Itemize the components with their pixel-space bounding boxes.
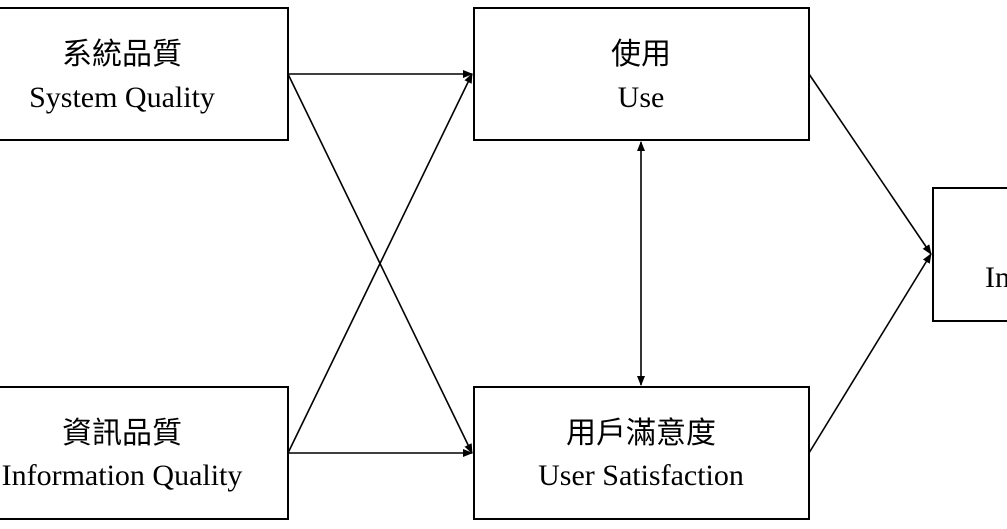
node-system-quality-en: System Quality <box>29 81 215 114</box>
node-user-satisfaction-zh: 用戶滿意度 <box>566 416 716 451</box>
node-information-quality-zh: 資訊品質 <box>62 416 182 451</box>
node-user-satisfaction: 用戶滿意度 User Satisfaction <box>473 386 810 520</box>
node-use: 使用 Use <box>473 7 810 141</box>
node-information-quality-en: Information Quality <box>2 459 243 492</box>
node-user-satisfaction-en: User Satisfaction <box>538 459 744 492</box>
edge-use-to-impact <box>808 73 932 255</box>
node-system-quality: 系統品質 System Quality <box>0 7 289 141</box>
node-use-zh: 使用 <box>611 37 671 72</box>
node-use-en: Use <box>618 81 665 114</box>
node-information-quality: 資訊品質 Information Quality <box>0 386 289 520</box>
edge-information-quality-to-use <box>287 73 473 454</box>
edge-user-satisfaction-to-impact <box>808 253 932 454</box>
node-system-quality-zh: 系統品質 <box>62 37 182 72</box>
node-impact: In <box>932 187 1007 322</box>
node-impact-en: In <box>985 261 1007 294</box>
